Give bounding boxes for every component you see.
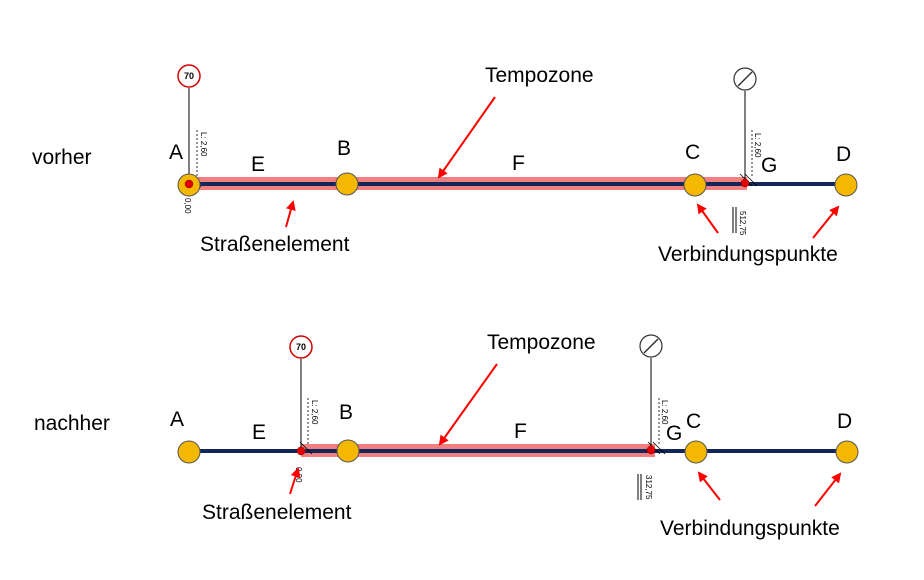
connector-point-start [296,446,306,456]
start-length-label: L: 2,60 [199,132,208,157]
start-length-label: L: 2,60 [310,400,319,425]
node-b [336,439,360,463]
element-arrow [285,200,296,228]
segment-label-f: F [514,420,527,443]
segment-label-g: G [761,154,777,177]
node-label-c: C [685,141,700,164]
node-label-b: B [339,401,353,424]
node-label-c: C [686,410,701,433]
node-d [834,173,858,197]
segment-label-g: G [666,422,682,445]
element-arrow [289,467,301,495]
speed-limit-sign-icon [177,64,201,88]
node-label-a: A [169,141,183,164]
end-station-label: 312,75 [644,475,653,500]
panel-title-before: vorher [32,146,92,169]
connector-arrow-right [814,472,842,507]
connector-label: Verbindungspunkte [658,243,838,266]
speed-limit-value: 70 [184,71,194,81]
zone-arrow [438,363,498,446]
end-restriction-sign [733,67,757,182]
connector-arrow-right [812,205,840,239]
speed-limit-sign: 70 [177,64,201,182]
node-b [335,172,359,196]
end-length-label: L: 2,60 [660,400,669,425]
node-a [177,440,201,464]
panel-before: vorher 70 L: 2,60 0,00 L: 2,60 512,75 [32,64,858,266]
speed-limit-sign: 70 [289,335,313,449]
segment-label-e: E [251,153,265,176]
end-restriction-sign [639,334,663,449]
node-label-d: D [837,410,852,433]
zone-arrow [437,96,496,179]
speed-limit-sign-icon [289,335,313,359]
segment-label-f: F [512,152,525,175]
start-hatch-mark [299,441,313,455]
end-length-label: L: 2,60 [753,133,762,158]
node-label-a: A [170,408,184,431]
connector-label: Verbindungspunkte [660,517,840,540]
node-d [835,440,859,464]
element-label: Straßenelement [202,501,352,524]
speed-limit-value: 70 [296,342,306,352]
node-c [684,440,708,464]
connector-arrow-left [696,203,719,234]
segment-label-e: E [252,421,266,444]
panel-after: nachher 70 L: 2,60 0,00 L: 2,60 312,75 [34,331,859,540]
connector-arrow-left [697,471,721,501]
connector-point-start [184,179,194,189]
connector-point-end [646,445,656,455]
end-station-label: 512,75 [738,211,747,236]
node-label-b: B [337,137,351,160]
panel-title-after: nachher [34,412,110,435]
element-label: Straßenelement [200,233,350,256]
node-c [683,173,707,197]
connector-point-end [740,178,750,188]
node-label-d: D [836,143,851,166]
zone-label: Tempozone [487,331,596,354]
start-station-label: 0,00 [183,198,192,214]
zone-label: Tempozone [485,64,594,87]
